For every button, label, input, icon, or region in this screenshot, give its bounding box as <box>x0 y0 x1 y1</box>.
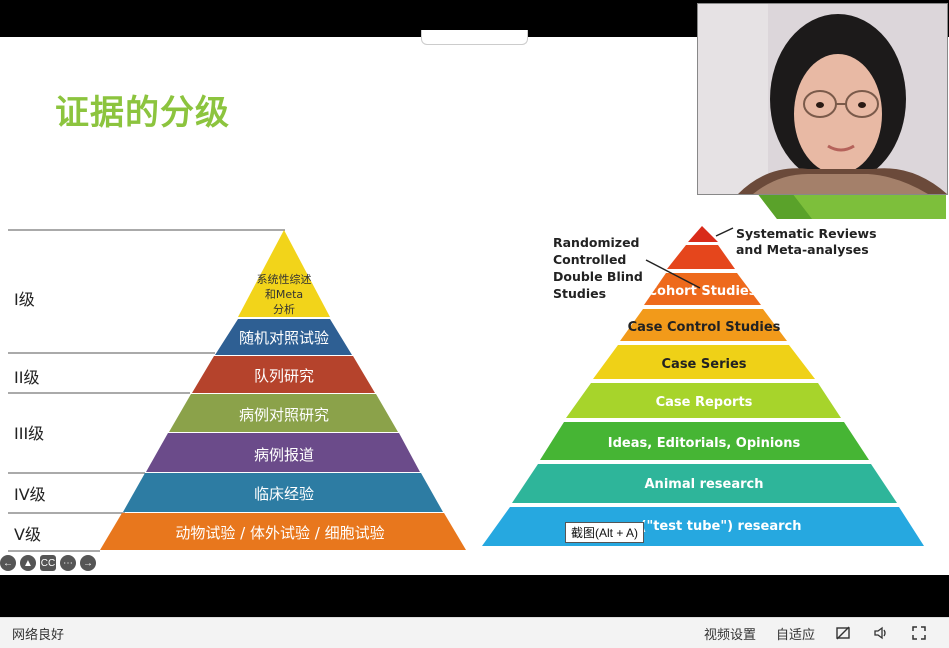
cc-icon[interactable]: CC <box>40 555 56 571</box>
more-icon[interactable]: ⋯ <box>60 555 76 571</box>
callout-top-line2: and Meta-analyses <box>736 242 869 257</box>
grade-label-3: III级 <box>14 424 44 443</box>
left-tier-2 <box>215 319 352 355</box>
right-tier-8 <box>512 464 897 503</box>
top-tab[interactable] <box>421 30 528 45</box>
pen-icon[interactable]: ▲ <box>20 555 36 571</box>
slide-title: 证据的分级 <box>55 93 230 133</box>
right-tier-7 <box>540 422 869 460</box>
left-tier-4-label: 病例对照研究 <box>239 406 329 424</box>
right-tier-2 <box>667 245 735 269</box>
volume-icon[interactable] <box>873 625 889 641</box>
callout-left-line3: Double Blind <box>553 269 643 284</box>
left-tier-3-label: 队列研究 <box>254 367 314 385</box>
right-tier-5-label: Case Series <box>662 357 747 372</box>
right-tier-5 <box>593 345 815 379</box>
status-right-controls: 视频设置 自适应 <box>704 618 949 648</box>
grade-label-1: I级 <box>14 290 35 309</box>
no-danmaku-icon[interactable] <box>835 625 851 641</box>
grade-label-5: V级 <box>14 525 41 544</box>
presenter-image <box>698 4 947 194</box>
right-tier-9-label: ("test tube") research <box>641 519 802 534</box>
grade-label-2: II级 <box>14 368 39 387</box>
callout-left-line2: Controlled <box>553 252 626 267</box>
right-tier-4-label: Case Control Studies <box>628 320 781 335</box>
video-settings-button[interactable]: 视频设置 <box>703 626 756 642</box>
left-tier-2-label: 随机对照试验 <box>239 329 329 347</box>
callout-top-line1: Systematic Reviews <box>736 226 877 241</box>
grade-label-4: IV级 <box>14 485 46 504</box>
right-tier-7-label: Ideas, Editorials, Opinions <box>608 436 801 451</box>
left-tier-1-label-line2: 和Meta <box>265 288 303 301</box>
right-tier-3 <box>644 273 761 305</box>
left-tier-7 <box>100 513 466 550</box>
left-tier-6-label: 临床经验 <box>254 485 314 503</box>
status-bar: 网络良好 视频设置 自适应 <box>0 617 949 648</box>
right-tier-1 <box>688 226 718 242</box>
screenshot-tooltip: 截图(Alt + A) <box>565 522 645 543</box>
left-tier-1 <box>238 230 330 317</box>
left-tier-1-label-line1: 系统性综述 <box>257 272 312 286</box>
arrow-left-icon[interactable]: ← <box>0 555 16 571</box>
right-tier-4 <box>620 309 787 341</box>
arrow-right-icon[interactable]: → <box>80 555 96 571</box>
fit-button[interactable]: 自适应 <box>775 626 815 642</box>
network-status: 网络良好 <box>12 626 65 642</box>
left-tier-4 <box>169 394 398 432</box>
right-tier-6 <box>566 383 841 418</box>
right-tier-3-label: Cohort Studies <box>648 284 757 299</box>
left-tier-6 <box>123 473 443 512</box>
left-tier-1-label-line3: 分析 <box>273 302 295 316</box>
left-tier-5-label: 病例报道 <box>254 446 314 464</box>
slide-controls: ← ▲ CC ⋯ → <box>0 555 96 571</box>
webcam-video[interactable] <box>697 3 948 195</box>
left-pyramid: I级 II级 III级 IV级 V级 系统性综述 和Meta 分析 随机对照试验… <box>8 229 466 552</box>
green-decoration <box>697 193 946 219</box>
right-tier-8-label: Animal research <box>645 477 764 492</box>
right-pyramid: Cohort Studies Case Control Studies Case… <box>482 226 924 546</box>
right-tier-6-label: Case Reports <box>656 395 753 410</box>
left-tier-7-label: 动物试验 / 体外试验 / 细胞试验 <box>175 524 384 542</box>
callout-left-line4: Studies <box>553 286 606 301</box>
left-tier-3 <box>192 356 375 393</box>
video-lower-black-area <box>0 575 949 617</box>
callout-left-line1: Randomized <box>553 235 640 250</box>
left-tier-5 <box>146 433 420 472</box>
fullscreen-icon[interactable] <box>911 625 927 641</box>
